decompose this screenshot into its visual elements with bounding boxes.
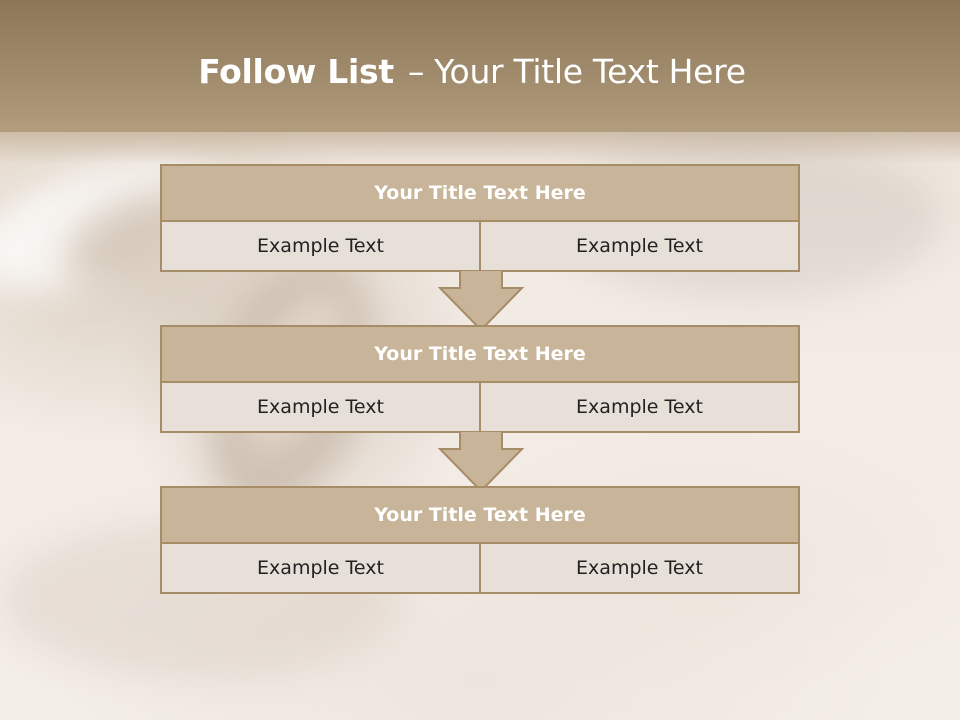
down-arrow-icon [438, 431, 524, 493]
header-band [0, 0, 960, 132]
step-cell-left: Example Text [162, 222, 479, 270]
step-box-3: Your Title Text Here Example Text Exampl… [160, 486, 800, 594]
step-title: Your Title Text Here [162, 488, 798, 544]
step-cell-right: Example Text [479, 383, 798, 431]
step-cell-right: Example Text [479, 222, 798, 270]
step-cell-left: Example Text [162, 544, 479, 592]
step-cell-right: Example Text [479, 544, 798, 592]
step-title: Your Title Text Here [162, 327, 798, 383]
slide-title: Follow List–Your Title Text Here [0, 52, 944, 91]
step-box-1: Your Title Text Here Example Text Exampl… [160, 164, 800, 272]
slide-title-bold: Follow List [198, 52, 394, 91]
step-row: Example Text Example Text [162, 222, 798, 270]
step-row: Example Text Example Text [162, 544, 798, 592]
step-cell-left: Example Text [162, 383, 479, 431]
header-fade [0, 124, 960, 164]
slide-title-rest: Your Title Text Here [434, 52, 746, 91]
slide-title-separator: – [407, 52, 425, 91]
step-row: Example Text Example Text [162, 383, 798, 431]
step-box-2: Your Title Text Here Example Text Exampl… [160, 325, 800, 433]
step-title: Your Title Text Here [162, 166, 798, 222]
down-arrow-icon [438, 270, 524, 332]
